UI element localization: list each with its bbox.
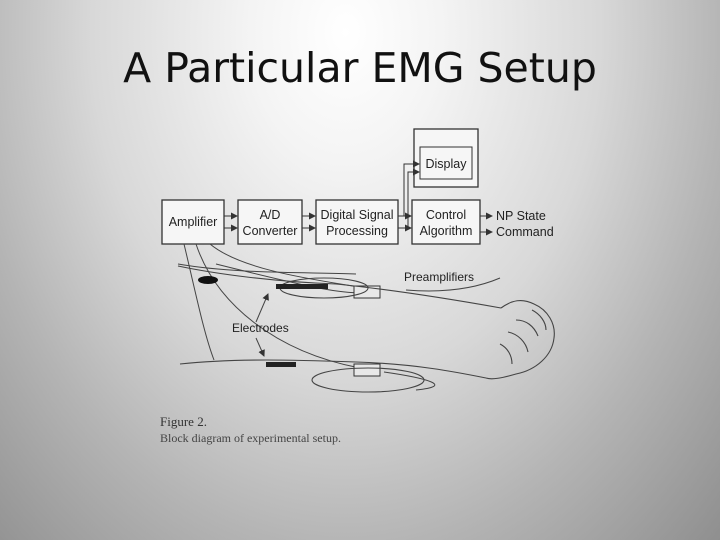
display-label: Display — [426, 157, 468, 171]
emg-block-diagram: Display Amplifier A/D Converter Digital … — [160, 128, 555, 445]
preamplifier-units — [353, 285, 381, 377]
dsp-block: Digital Signal Processing — [315, 199, 399, 245]
electrode-pointers — [255, 293, 269, 357]
amplifier-label: Amplifier — [169, 215, 218, 229]
dsp-label-line2: Processing — [326, 224, 388, 238]
output-label-line2: Command — [496, 225, 554, 239]
control-label-line1: Control — [426, 208, 466, 222]
output-label-line1: NP State — [496, 209, 546, 223]
control-algorithm-block: Control Algorithm — [411, 199, 481, 245]
figure-caption: Block diagram of experimental setup. — [160, 431, 341, 445]
slide-title: A Particular EMG Setup — [123, 44, 597, 92]
control-label-line2: Algorithm — [420, 224, 473, 238]
emg-setup-figure: Display Amplifier A/D Converter Digital … — [156, 124, 568, 452]
display-block: Display — [413, 128, 479, 188]
electrodes-label: Electrodes — [232, 321, 289, 335]
electrodes — [198, 276, 328, 367]
block-connectors — [224, 160, 493, 236]
preamplifiers-label: Preamplifiers — [404, 270, 474, 284]
amplifier-block: Amplifier — [161, 199, 225, 245]
dsp-label-line1: Digital Signal — [321, 208, 394, 222]
signal-wires — [177, 243, 501, 391]
ad-converter-label-line1: A/D — [260, 208, 281, 222]
ad-converter-block: A/D Converter — [237, 199, 303, 245]
ad-converter-label-line2: Converter — [243, 224, 298, 238]
figure-label: Figure 2. — [160, 414, 207, 429]
